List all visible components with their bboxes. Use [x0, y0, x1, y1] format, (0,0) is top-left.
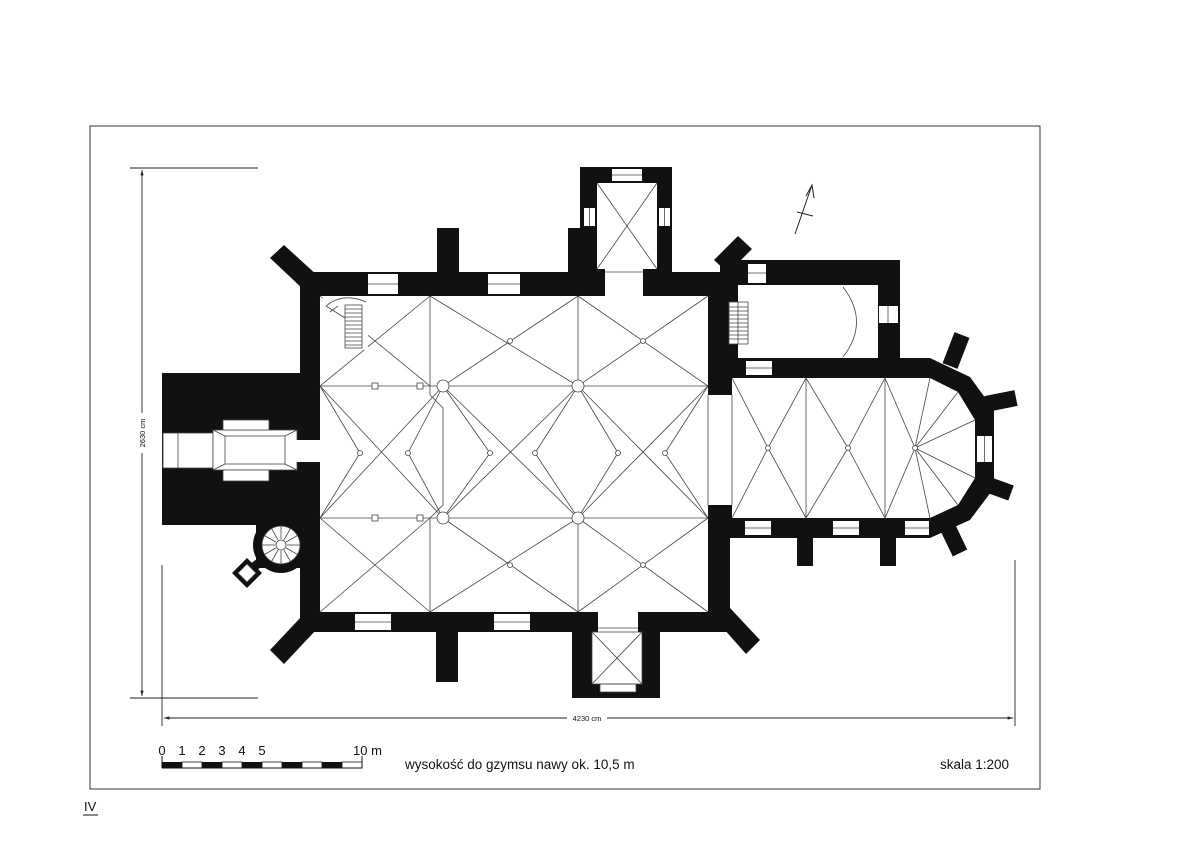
nave-vault-bosses: [357, 338, 668, 568]
scale-bar-segment: [162, 762, 182, 768]
sacristy-vault-curve: [842, 286, 857, 358]
scale-bar-segment: [322, 762, 342, 768]
tower-side-wall: [568, 228, 582, 274]
vault-boss: [436, 511, 450, 525]
west-niche-bottom: [222, 469, 270, 482]
west-nave-doorway: [296, 440, 322, 462]
scale-bar-segment: [282, 762, 302, 768]
west-niche-top: [222, 419, 270, 431]
spiral-stair-newel: [275, 539, 287, 551]
scale-bar-segment: [202, 762, 222, 768]
vault-node-square: [416, 514, 424, 522]
sacristy-interior: [738, 285, 878, 358]
drawing-frame: [89, 125, 1041, 790]
vault-node: [912, 445, 918, 451]
vault-boss: [571, 379, 585, 393]
scale-bar: 0 1 2 3 4 5 10 m: [158, 743, 382, 769]
dimension-label-bg: [137, 413, 147, 453]
vault-boss: [436, 379, 450, 393]
dimension-width: 4230 cm: [161, 560, 1016, 726]
apse-buttress-southeast: [983, 476, 1014, 501]
scale-bar-label: 3: [218, 743, 225, 758]
apse-buttress-northeast: [984, 390, 1018, 412]
scale-bar-label: 1: [178, 743, 185, 758]
scale-bar-label: 4: [238, 743, 245, 758]
vault-node: [405, 450, 411, 456]
tower-vault-ribs: [596, 182, 658, 270]
vault-node: [615, 450, 621, 456]
buttress-south: [436, 628, 458, 682]
porch-entrance: [599, 683, 637, 693]
apse-buttress-south: [940, 524, 968, 557]
vault-node: [640, 562, 646, 568]
porch-doorway: [598, 610, 638, 634]
spiral-stair-treads: [262, 526, 300, 564]
vault-node: [507, 338, 513, 344]
west-vestibule-line: [212, 463, 226, 471]
dimension-label-bg: [567, 714, 607, 723]
vault-node: [487, 450, 493, 456]
scale-bar-end-label: 10 m: [353, 743, 382, 758]
vault-node: [507, 562, 513, 568]
vault-node-square: [371, 382, 379, 390]
dimension-height: 2630 cm: [130, 167, 258, 699]
scale-bar-label: 2: [198, 743, 205, 758]
west-vestibule: [212, 429, 298, 471]
scale-bar-segment: [221, 761, 243, 769]
windows: [355, 169, 992, 693]
scale-bar-segment: [301, 761, 323, 769]
chancel-buttress-2: [880, 536, 896, 566]
stair-entrance-inner: [237, 563, 257, 583]
vault-node-square: [416, 382, 424, 390]
chancel-vault-nodes: [765, 445, 918, 451]
scale-bar-segment: [181, 761, 203, 769]
buttress-north: [437, 228, 459, 276]
apse-buttress-north: [942, 332, 970, 369]
west-vestibule-inner: [224, 435, 286, 465]
chancel-arch-opening: [706, 395, 734, 505]
porch-vault-ribs: [591, 631, 643, 685]
vault-boss: [571, 511, 585, 525]
vault-node: [845, 445, 851, 451]
chancel-buttress-1: [797, 536, 813, 566]
vault-node: [765, 445, 771, 451]
chancel-interior: [732, 378, 975, 518]
north-arrow: [794, 183, 815, 235]
sacristy-window-north: [748, 264, 766, 283]
cornice-height-note: wysokość do gzymsu nawy ok. 10,5 m: [404, 757, 635, 772]
page-number: IV: [83, 799, 98, 816]
scale-note: skala 1:200: [940, 757, 1009, 772]
scale-bar-label: 0: [158, 743, 165, 758]
scale-bar-segment: [341, 761, 363, 769]
sacristy-window-east: [879, 306, 898, 323]
page-number-text: IV: [84, 799, 97, 814]
vault-node: [357, 450, 363, 456]
scale-bar-segment: [242, 762, 262, 768]
west-vestibule-line: [284, 463, 298, 471]
sacristy-stair: [728, 301, 749, 345]
scale-bar-segment: [261, 761, 283, 769]
vault-node: [532, 450, 538, 456]
scale-bar-label: 5: [258, 743, 265, 758]
west-door-opening: [162, 432, 214, 469]
vault-node: [662, 450, 668, 456]
tower-doorway: [605, 266, 643, 298]
west-vestibule-line: [212, 429, 226, 437]
width-dimension-label: 4230 cm: [573, 714, 602, 723]
vault-node-square: [371, 514, 379, 522]
vault-node: [640, 338, 646, 344]
height-dimension-label: 2630 cm: [138, 419, 147, 448]
west-vestibule-line: [284, 429, 298, 437]
nave-corner-stair: [322, 297, 368, 350]
